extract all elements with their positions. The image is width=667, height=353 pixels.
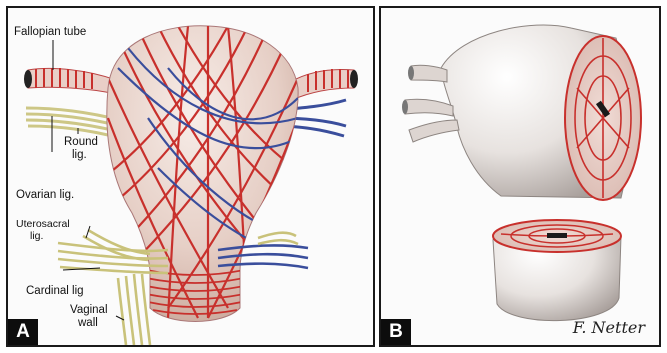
label-uterosacral-lig-line2: lig. [30,230,43,243]
label-cardinal-lig: Cardinal lig [26,285,84,298]
uterus-cross-section-diagram [381,8,659,345]
artist-signature: F. Netter [573,318,645,337]
label-round-lig-line1: Round [64,136,98,149]
label-ovarian-lig: Ovarian lig. [16,189,74,202]
vaginal-wall-bands [118,274,150,345]
label-vaginal-wall-line2: wall [78,317,98,330]
label-fallopian-tube: Fallopian tube [14,26,86,39]
lower-cervix-segment [493,220,621,321]
panel-a: Fallopian tube Round lig. Ovarian lig. U… [6,6,375,347]
panel-b: F. Netter B [379,6,661,347]
panel-a-tag: A [8,319,38,345]
upper-uterus-segment [402,25,641,200]
ovarian-ligament-bands [26,108,120,138]
panel-b-tag: B [381,319,411,345]
label-round-lig-line2: lig. [72,149,87,162]
label-vaginal-wall-line1: Vaginal [70,304,108,317]
